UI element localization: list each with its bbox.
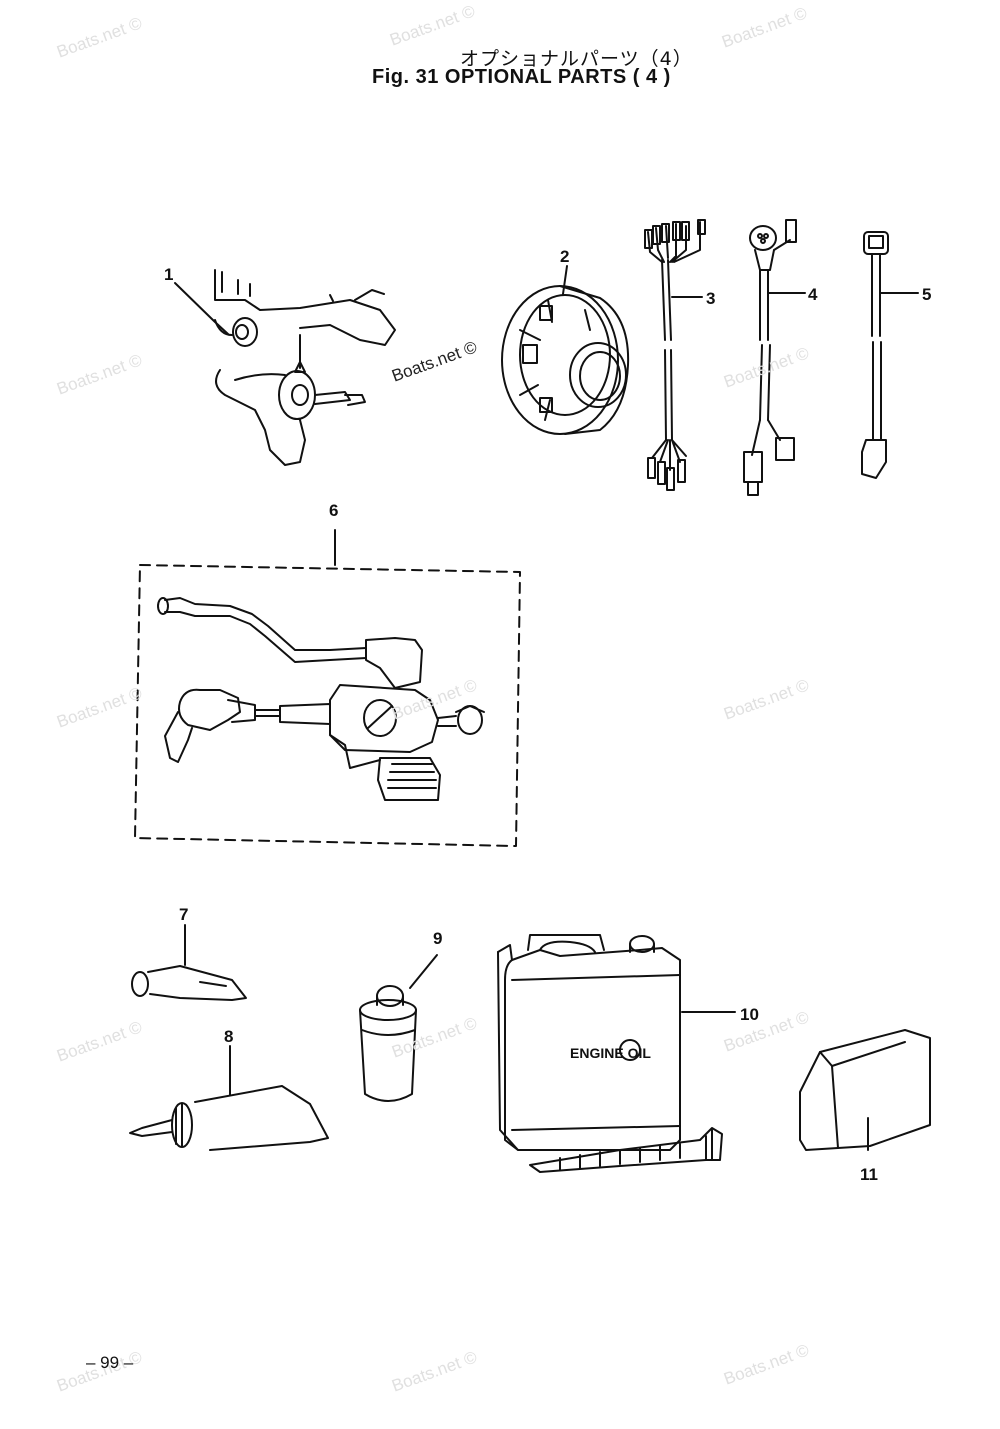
part-2-drawing [501, 285, 630, 435]
callout-6: 6 [329, 501, 338, 520]
callout-4: 4 [808, 285, 818, 304]
callout-5: 5 [922, 285, 931, 304]
callout-3: 3 [706, 289, 715, 308]
callout-11: 11 [860, 1165, 878, 1184]
title-japanese: オプショナルパーツ（4） [460, 48, 693, 70]
callout-9: 9 [433, 929, 442, 948]
part-7-drawing [131, 924, 247, 1001]
part-5-drawing [861, 231, 889, 479]
part-11-drawing [799, 1029, 931, 1151]
callout-numbers: 1 2 3 4 5 6 7 8 9 10 11 [164, 247, 931, 1184]
figure-title: Fig. 31 OPTIONAL PARTS ( 4 ) [372, 66, 671, 88]
engine-oil-label: ENGINE OIL [570, 1045, 651, 1061]
callout-leaders [174, 265, 919, 335]
callout-8: 8 [224, 1027, 233, 1046]
callout-10: 10 [740, 1005, 759, 1024]
callout-1: 1 [164, 265, 173, 284]
part-3-drawing [644, 219, 706, 491]
part-8-drawing [129, 1045, 329, 1151]
part-9-drawing [359, 954, 438, 1102]
part-4-drawing [743, 219, 797, 496]
callout-2: 2 [560, 247, 569, 266]
page-number: – 99 – [86, 1353, 134, 1372]
part-6-drawing [134, 529, 521, 847]
callout-7: 7 [179, 905, 188, 924]
part-10-drawing [497, 934, 736, 1173]
part-1-drawing [214, 269, 396, 466]
